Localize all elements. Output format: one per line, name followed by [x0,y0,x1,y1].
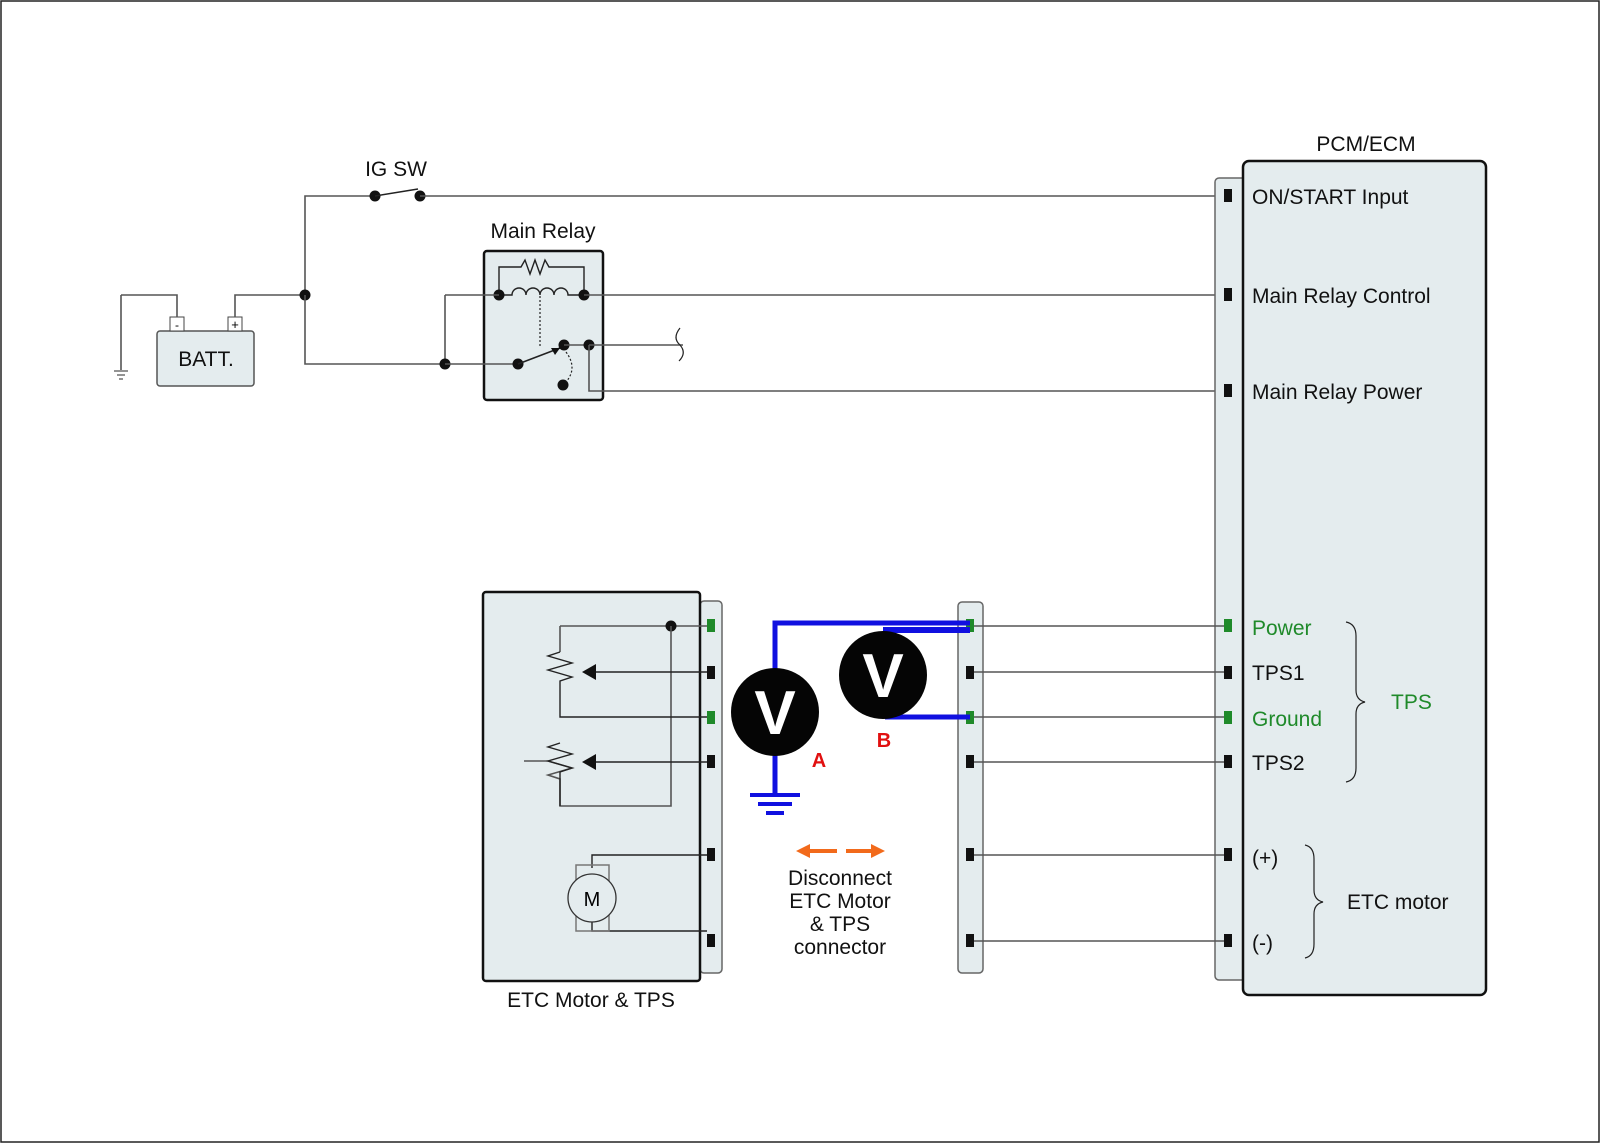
pcm-pin-label: (+) [1252,847,1278,870]
battery-label: BATT. [178,348,234,371]
pcm-pin-label: (-) [1252,932,1273,955]
main-relay [439,249,1218,402]
voltmeter-icon [839,631,927,719]
relay-feed-wire [304,295,445,365]
harness-to-pcm-wires [974,625,1224,942]
etc-motor-tps-component: M [481,590,723,983]
voltmeter-b: V B [839,631,927,752]
voltmeter-a: V A [731,668,826,772]
pcm-pin-label: TPS1 [1252,662,1305,685]
svg-text:connector: connector [794,936,886,959]
battery-neg-symbol: - [175,318,179,332]
ig-switch-label: IG SW [365,158,427,181]
pcm-body [1241,159,1488,997]
tps-brace-icon [1345,621,1366,783]
svg-text:& TPS: & TPS [810,913,870,936]
pcm-pin-tps1: TPS1 [1224,662,1305,685]
ig-switch [304,188,1218,295]
svg-text:ETC Motor: ETC Motor [789,890,891,913]
pcm-pin-label: Main Relay Control [1252,285,1431,308]
voltmeter-label: A [812,750,826,772]
battery-pos-symbol: + [231,317,239,332]
disconnect-note: Disconnect ETC Motor & TPS connector [788,867,892,959]
etc-connector[interactable] [699,600,723,974]
voltmeter-label: B [877,730,891,752]
disconnect-arrows-icon [796,844,885,858]
pcm-pin-main-relay-power: Main Relay Power [1224,381,1422,404]
pcm-module [1214,159,1488,997]
harness-pin-tps2 [966,755,974,768]
battery: - + BATT. [156,316,255,387]
pcm-label: PCM/ECM [1316,133,1415,156]
pcm-pin-tps-ground: Ground [1224,708,1322,731]
main-relay-power-wire [588,345,1218,392]
harness-connector[interactable] [957,601,984,974]
pcm-pin-motor-minus: (-) [1224,932,1273,955]
tps-group-label: TPS [1391,691,1432,714]
voltmeter-symbol: V [862,642,903,711]
main-relay-body [482,249,605,402]
voltmeter-symbol: V [754,679,795,748]
pcm-pin-label: TPS2 [1252,752,1305,775]
battery-ground-icon [114,295,128,380]
svg-text:Disconnect: Disconnect [788,867,892,890]
pcm-pin-on-start: ON/START Input [1224,186,1409,209]
pcm-pin-tps-power: Power [1224,617,1312,640]
motor-symbol: M [584,889,601,911]
etc-motor-brace-icon [1304,844,1324,959]
battery-neg-wire [121,294,178,317]
harness-pin-tps1 [966,666,974,679]
battery-body [156,330,255,387]
motor-icon: M [567,854,707,932]
pcm-pin-label: Power [1252,617,1312,640]
etc-motor-group-label: ETC motor [1347,891,1449,914]
wire-break-icon [675,327,684,362]
pcm-pin-label: Ground [1252,708,1322,731]
pcm-pin-tps2: TPS2 [1224,752,1305,775]
battery-pos-wire [234,294,305,317]
pcm-pin-label: ON/START Input [1252,186,1409,209]
main-relay-label: Main Relay [490,220,596,243]
relay-resistor-icon [498,257,585,295]
harness-pin-motor-minus [966,934,974,947]
potentiometer-icon [524,620,707,807]
harness-pin-motor-plus [966,848,974,861]
voltmeter-icon [731,668,819,756]
pcm-pin-label: Main Relay Power [1252,381,1422,404]
etc-body [481,590,702,983]
pcm-pin-main-relay-control: Main Relay Control [1224,285,1431,308]
pcm-pin-motor-plus: (+) [1224,847,1278,870]
etc-component-label: ETC Motor & TPS [507,989,675,1012]
relay-coil-icon [499,287,584,296]
ground-icon [750,793,800,815]
